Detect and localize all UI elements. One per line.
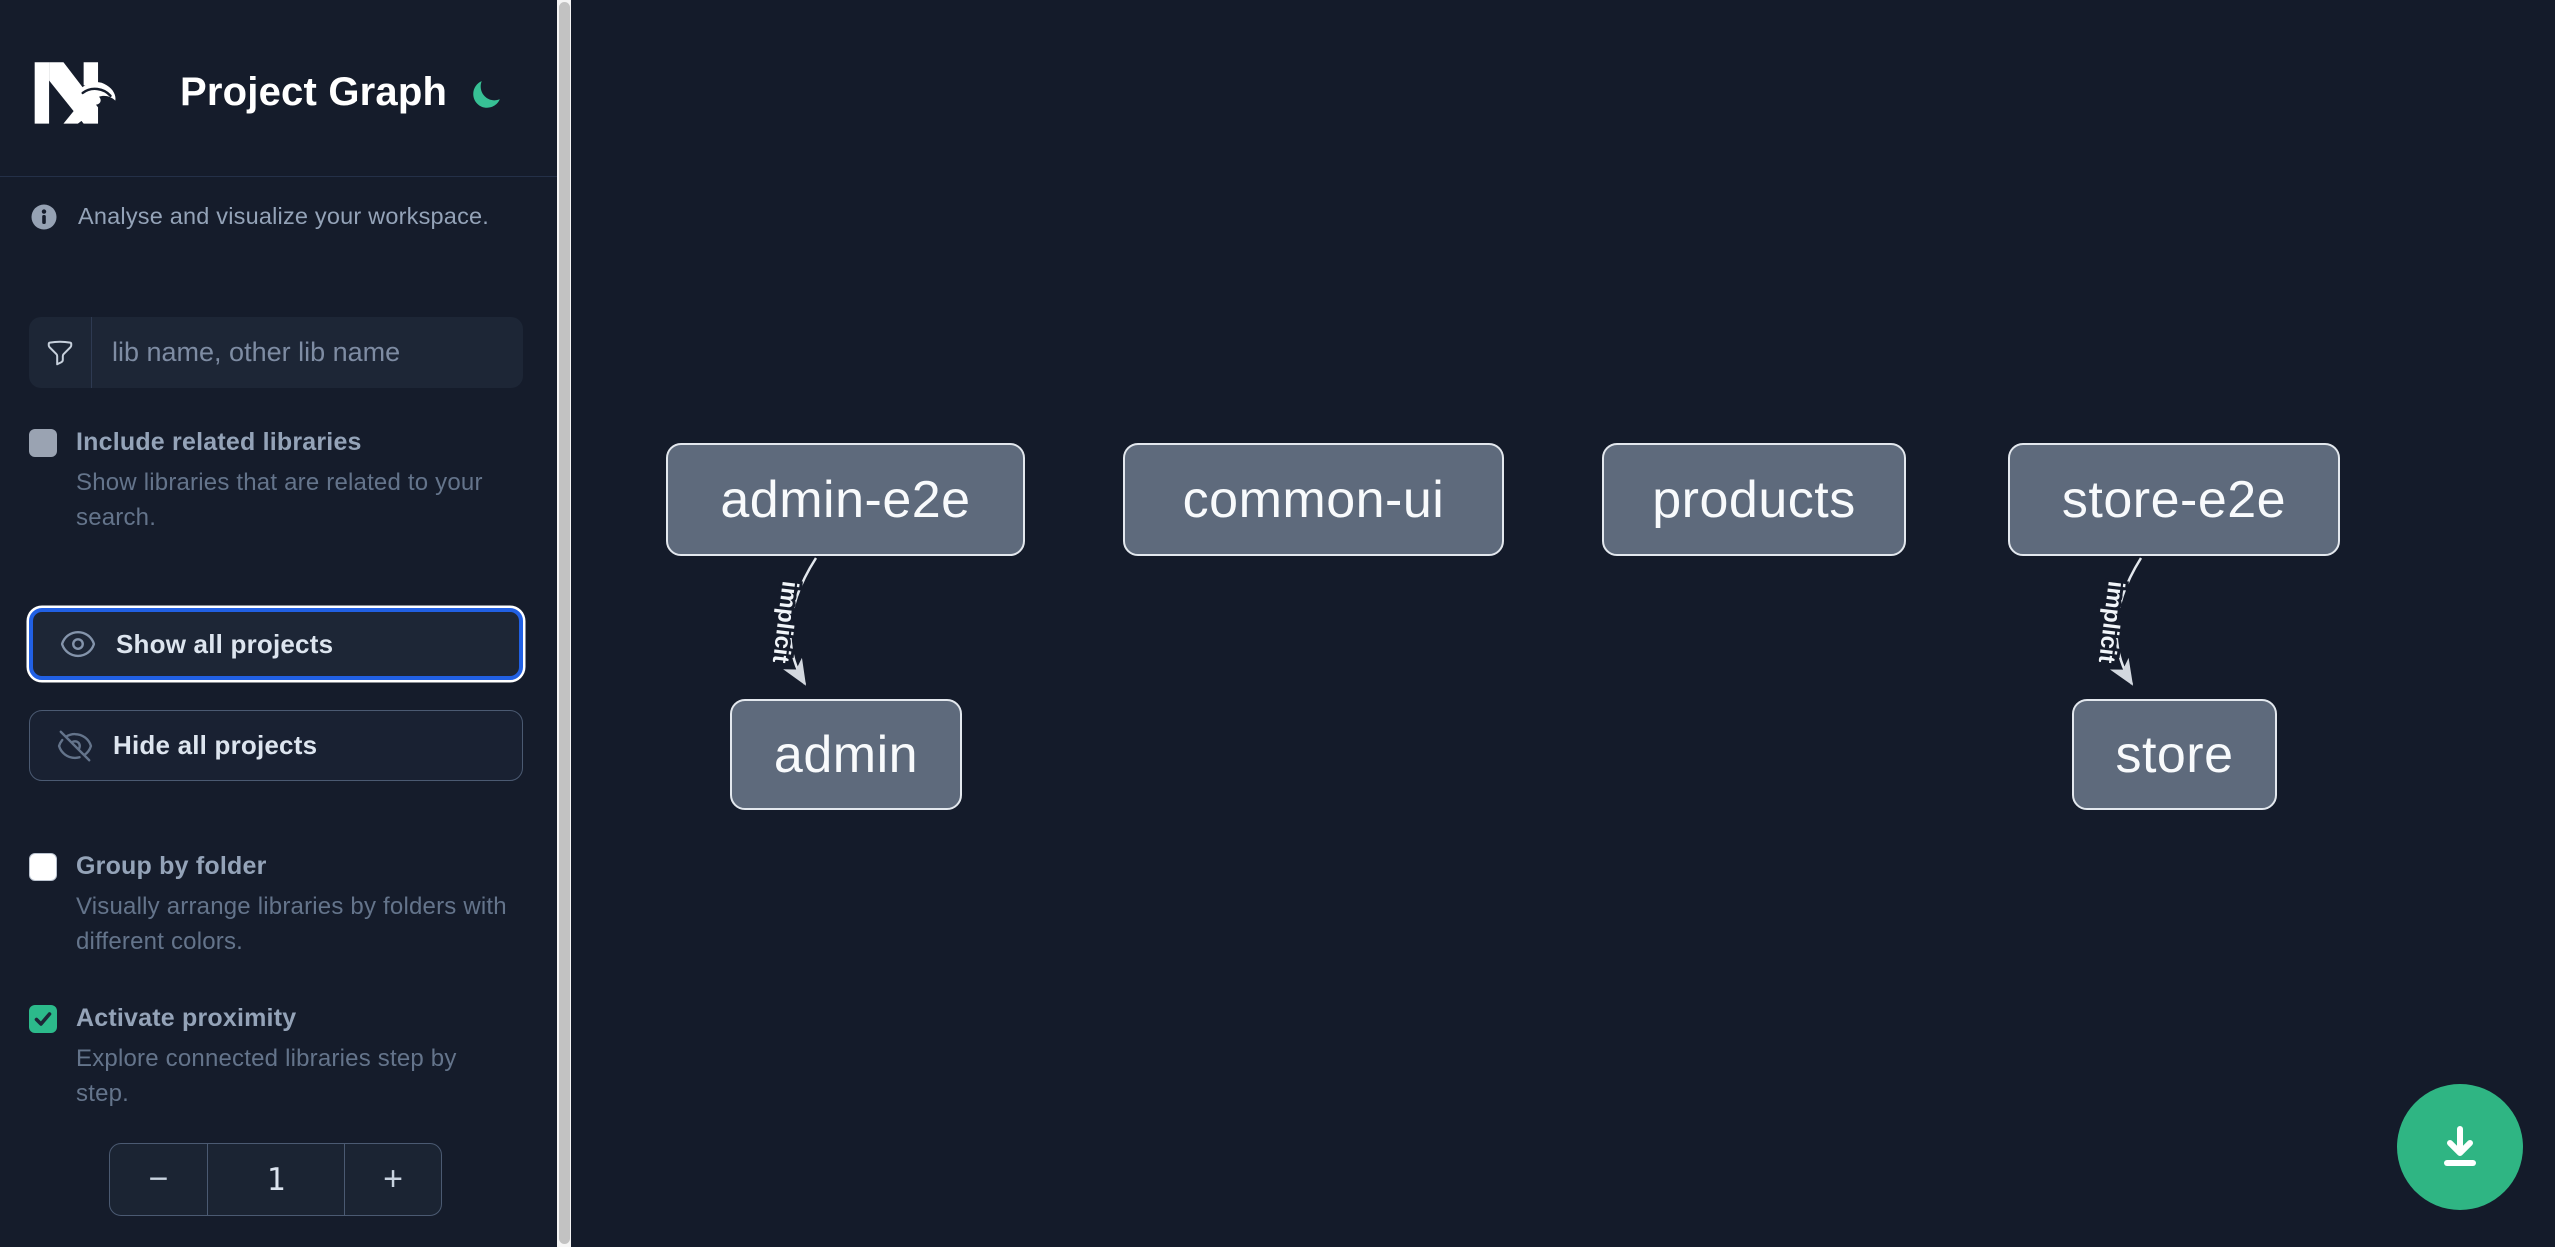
group-by-folder-checkbox[interactable] (29, 853, 57, 881)
edge-label: implicit (768, 580, 804, 665)
search-box (29, 317, 523, 388)
increment-button[interactable]: + (344, 1144, 441, 1215)
nx-logo (34, 62, 116, 124)
graph-edges-layer: implicit implicit (765, 557, 2143, 686)
activate-proximity-checkbox[interactable] (29, 1005, 57, 1033)
graph-canvas[interactable]: implicit implicit admin-e2e common-ui produ… (571, 0, 2555, 1247)
option-description: Show libraries that are related to your … (76, 469, 483, 531)
hide-all-projects-button[interactable]: Hide all projects (29, 710, 523, 781)
option-group-by-folder[interactable]: Group by folder Visually arrange librari… (29, 851, 526, 959)
include-related-checkbox[interactable] (29, 429, 57, 457)
show-all-projects-label: Show all projects (116, 628, 334, 659)
sidebar-scrollbar (557, 0, 571, 1247)
graph-node-common-ui[interactable]: common-ui (1123, 443, 1504, 556)
option-activate-proximity[interactable]: Activate proximity Explore connected lib… (29, 1003, 486, 1111)
workspace-info-text: Analyse and visualize your workspace. (78, 203, 490, 229)
graph-node-store[interactable]: store (2072, 699, 2277, 810)
graph-node-admin[interactable]: admin (730, 699, 962, 810)
decrement-button[interactable]: − (110, 1144, 208, 1215)
sidebar-header: Project Graph (0, 0, 557, 177)
check-icon (34, 1012, 52, 1026)
option-label: Activate proximity (76, 1004, 297, 1032)
eye-slash-icon (56, 727, 94, 765)
sidebar-scrollbar-thumb[interactable] (558, 2, 570, 1244)
workspace-info: Analyse and visualize your workspace. (31, 203, 489, 230)
edge-label: implicit (2094, 580, 2130, 665)
option-label: Group by folder (76, 852, 267, 880)
graph-node-admin-e2e[interactable]: admin-e2e (666, 443, 1025, 556)
show-all-projects-button[interactable]: Show all projects (29, 608, 523, 680)
search-input[interactable] (92, 317, 523, 388)
funnel-icon (47, 340, 73, 365)
option-description: Explore connected libraries step by step… (76, 1045, 457, 1107)
sidebar: Project Graph Analyse and visualize your… (0, 0, 557, 1247)
graph-node-store-e2e[interactable]: store-e2e (2008, 443, 2340, 556)
eye-icon (59, 625, 97, 663)
info-icon (31, 204, 57, 229)
dark-mode-toggle[interactable] (469, 78, 503, 112)
download-graph-button[interactable] (2397, 1084, 2523, 1210)
option-include-related-libraries[interactable]: Include related libraries Show libraries… (29, 427, 526, 535)
download-icon (2444, 1126, 2476, 1166)
graph-edge-store-e2e-store[interactable] (2109, 557, 2143, 686)
moon-icon (473, 81, 500, 108)
stepper-value: 1 (266, 1161, 286, 1198)
proximity-depth-stepper: − 1 + (109, 1143, 442, 1216)
graph-edge-admin-e2e-admin[interactable] (783, 557, 818, 686)
option-description: Visually arrange libraries by folders wi… (76, 893, 507, 955)
hide-all-projects-label: Hide all projects (113, 730, 318, 760)
page-title: Project Graph (180, 70, 448, 114)
graph-node-products[interactable]: products (1602, 443, 1906, 556)
option-label: Include related libraries (76, 428, 362, 456)
filter-icon-cell (29, 317, 92, 388)
